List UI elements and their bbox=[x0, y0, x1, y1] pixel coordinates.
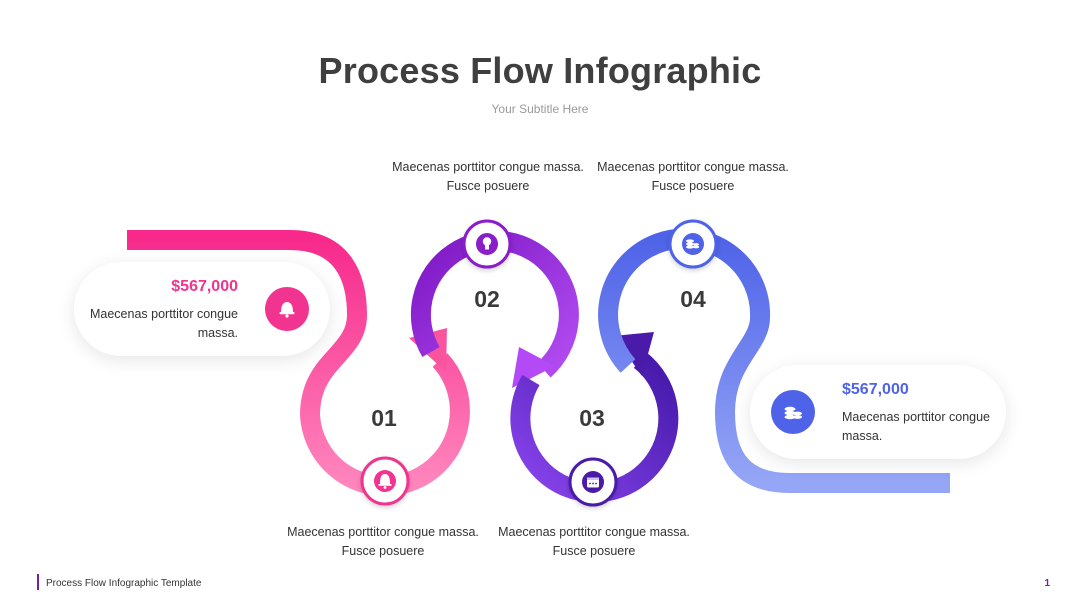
step-03-number: 03 bbox=[579, 405, 605, 431]
right-card-badge bbox=[771, 390, 815, 434]
step-01-caption-line1: Maecenas porttitor congue massa. bbox=[287, 525, 479, 539]
bell-icon bbox=[378, 474, 392, 489]
flow-path-pink bbox=[127, 230, 470, 496]
step-04-caption-line2: Fusce posuere bbox=[651, 179, 735, 193]
page-number: 1 bbox=[1044, 578, 1050, 589]
coins-icon bbox=[686, 239, 700, 249]
step-01-caption-line2: Fusce posuere bbox=[341, 544, 425, 558]
right-card-text-line1: Maecenas porttitor congue bbox=[842, 410, 991, 424]
step-04-number: 04 bbox=[680, 286, 706, 312]
left-card-badge bbox=[265, 287, 309, 331]
step-03-icon-circle bbox=[568, 457, 618, 507]
step-01-number: 01 bbox=[371, 405, 397, 431]
left-card-amount: $567,000 bbox=[171, 278, 238, 295]
coins-icon bbox=[784, 406, 802, 420]
step-02-caption: Maecenas porttitor congue massa. Fusce p… bbox=[378, 158, 598, 196]
step-04-icon-circle bbox=[668, 219, 718, 269]
step-02-caption-line2: Fusce posuere bbox=[446, 179, 530, 193]
right-card-amount: $567,000 bbox=[842, 381, 909, 398]
step-01-caption: Maecenas porttitor congue massa. Fusce p… bbox=[273, 523, 493, 561]
step-02-caption-line1: Maecenas porttitor congue massa. bbox=[392, 160, 584, 174]
lightbulb-icon bbox=[482, 237, 492, 250]
page-subtitle: Your Subtitle Here bbox=[491, 102, 589, 116]
left-info-card: $567,000 Maecenas porttitor congue massa… bbox=[74, 262, 330, 356]
step-04-caption: Maecenas porttitor congue massa. Fusce p… bbox=[583, 158, 803, 196]
calendar-icon bbox=[587, 477, 599, 488]
footer-accent-bar bbox=[37, 574, 39, 590]
step-02-icon-circle bbox=[462, 219, 512, 269]
page-title: Process Flow Infographic bbox=[318, 50, 762, 91]
step-01-icon-circle bbox=[360, 456, 410, 506]
step-02-number: 02 bbox=[474, 286, 500, 312]
left-card-text: Maecenas porttitor congue massa. bbox=[90, 305, 238, 343]
bell-icon bbox=[279, 302, 295, 318]
footer-label: Process Flow Infographic Template bbox=[46, 578, 202, 589]
right-card-text: Maecenas porttitor congue massa. bbox=[842, 408, 990, 446]
right-info-card: $567,000 Maecenas porttitor congue massa… bbox=[750, 365, 1006, 459]
left-card-text-line1: Maecenas porttitor congue bbox=[89, 307, 238, 321]
right-card-text-line2: massa. bbox=[842, 429, 883, 443]
step-03-caption-line2: Fusce posuere bbox=[552, 544, 636, 558]
step-03-caption-line1: Maecenas porttitor congue massa. bbox=[498, 525, 690, 539]
flow-path-blue bbox=[598, 228, 950, 493]
left-card-text-line2: massa. bbox=[197, 326, 238, 340]
step-03-caption: Maecenas porttitor congue massa. Fusce p… bbox=[484, 523, 704, 561]
step-04-caption-line1: Maecenas porttitor congue massa. bbox=[597, 160, 789, 174]
